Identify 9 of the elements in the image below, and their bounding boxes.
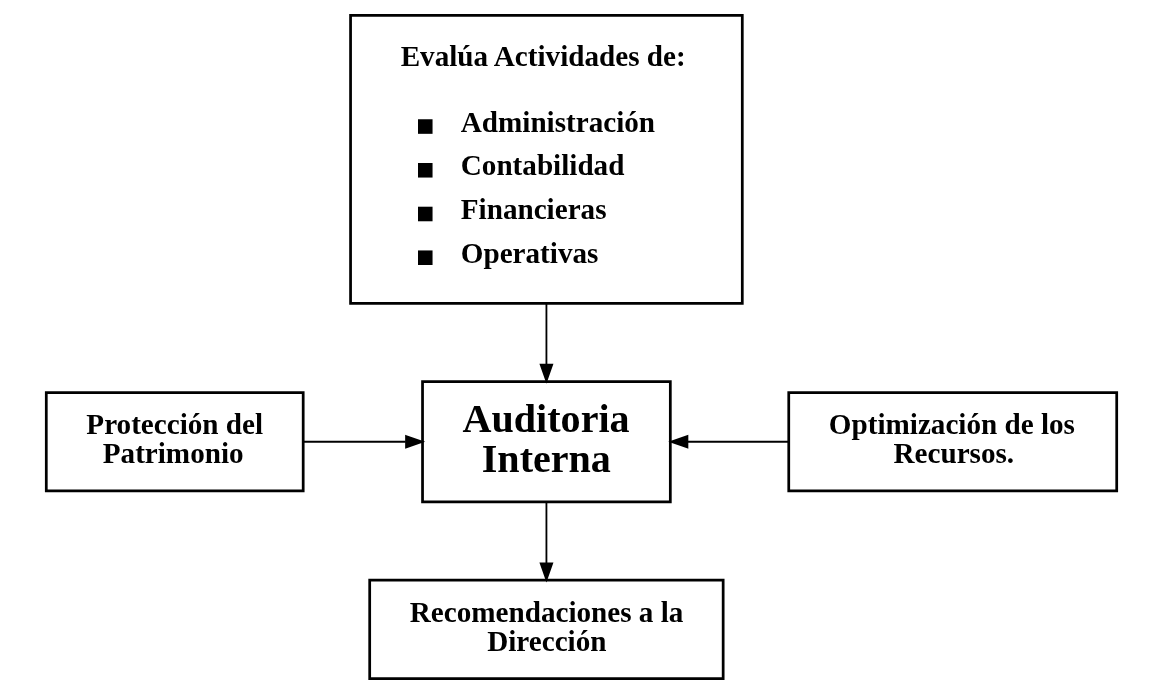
node-box: Optimización de los Recursos. (787, 391, 1119, 493)
node-box: Protección del Patrimonio (44, 391, 305, 493)
arrow (539, 302, 554, 384)
arrow (668, 434, 790, 449)
node-box: Evalúa Actividades de: Administración Contabilidad Financieras Operativas (349, 14, 744, 305)
arrow (539, 501, 554, 583)
node-box: Recomendaciones a la Dirección (368, 578, 725, 680)
arrow (302, 434, 426, 449)
node-box: Auditoria Interna (421, 380, 672, 504)
